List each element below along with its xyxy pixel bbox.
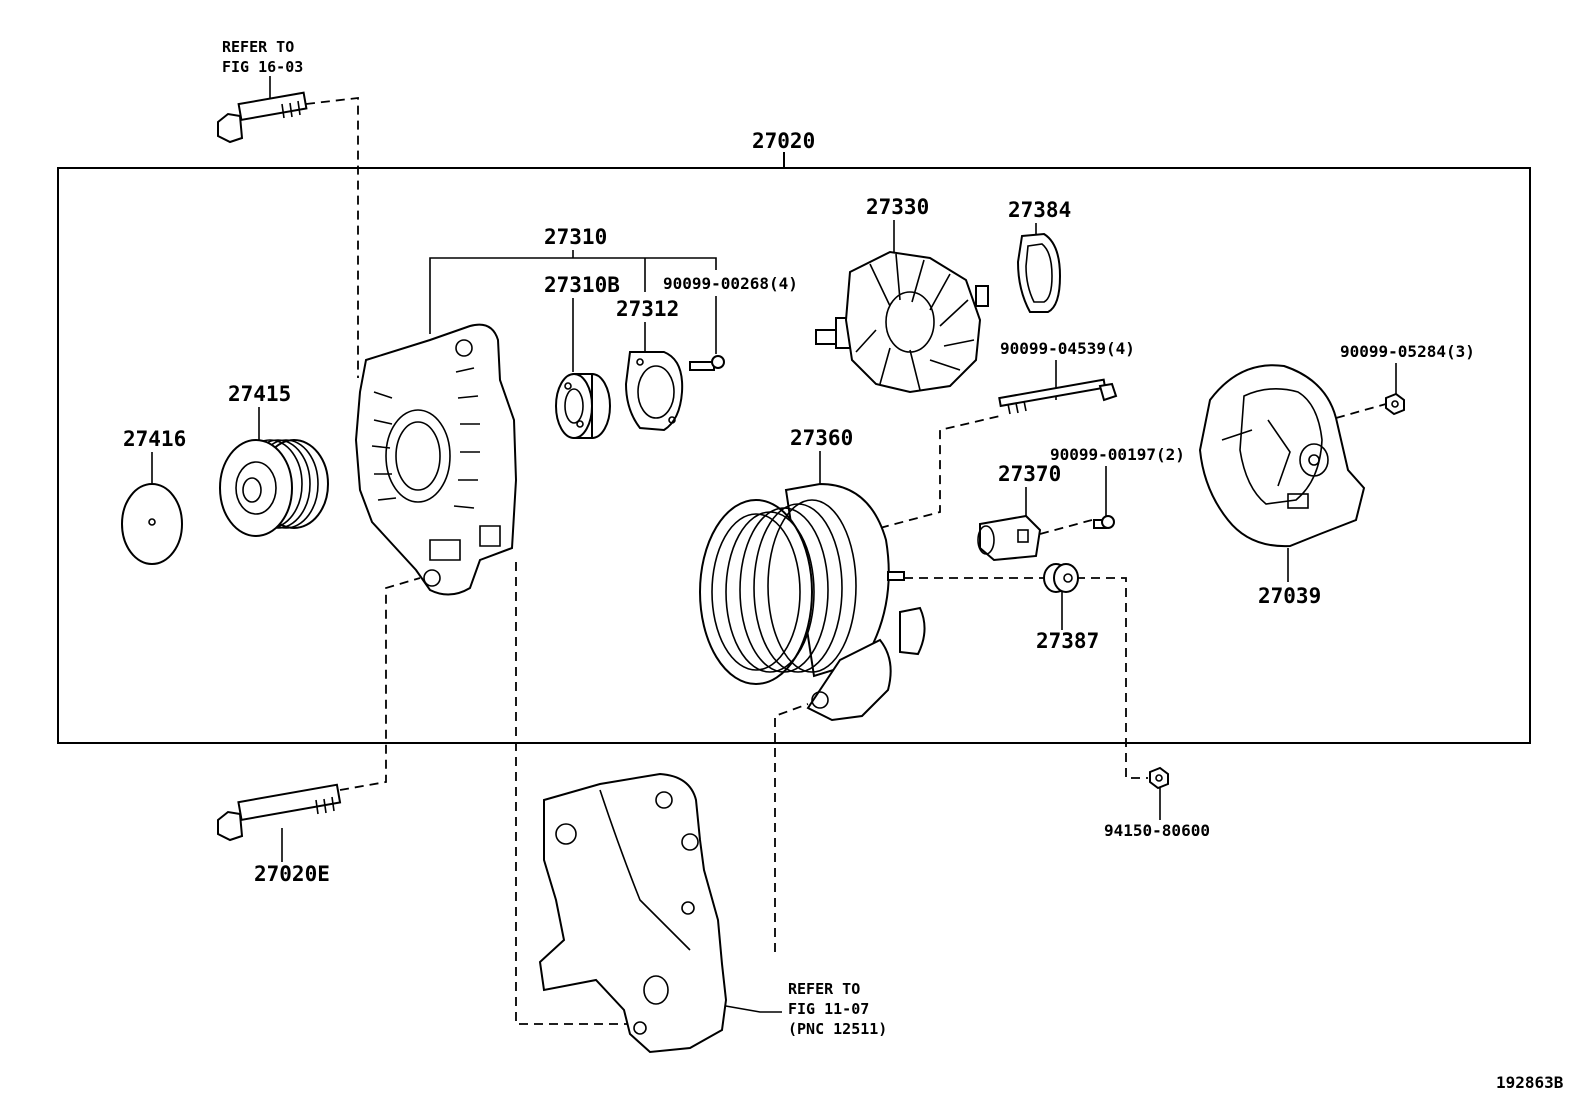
nut-90099-05284-icon[interactable] <box>1385 392 1405 416</box>
part-label-90099-04539[interactable]: 90099-04539(4) <box>1000 339 1135 358</box>
refer-to-fig-11-07-line2[interactable]: FIG 11-07 <box>788 1000 869 1018</box>
part-label-27387[interactable]: 27387 <box>1036 629 1099 653</box>
bolt-90099-04539-icon[interactable] <box>998 378 1118 415</box>
part-label-27310[interactable]: 27310 <box>544 225 607 249</box>
part-label-90099-00268[interactable]: 90099-00268(4) <box>663 274 798 293</box>
refer-to-fig-11-07-line1[interactable]: REFER TO <box>788 980 860 998</box>
part-label-90099-00197[interactable]: 90099-00197(2) <box>1050 445 1185 464</box>
screw-90099-00268-icon[interactable] <box>689 355 725 371</box>
screw-90099-00197-icon[interactable] <box>1093 515 1115 529</box>
part-label-27360[interactable]: 27360 <box>790 426 853 450</box>
rotor-27330-icon[interactable] <box>815 250 989 394</box>
nut-94150-80600-icon[interactable] <box>1149 766 1169 790</box>
part-label-27039[interactable]: 27039 <box>1258 584 1321 608</box>
stator-27360-icon[interactable] <box>699 482 926 722</box>
bearing-27310b-icon[interactable] <box>555 373 611 439</box>
part-label-94150-80600[interactable]: 94150-80600 <box>1104 821 1210 840</box>
refer-to-fig-11-07-line3[interactable]: (PNC 12511) <box>788 1020 887 1038</box>
part-label-27416[interactable]: 27416 <box>123 427 186 451</box>
regulator-27370-icon[interactable] <box>977 514 1042 562</box>
drive-end-frame-icon[interactable] <box>354 323 518 596</box>
pulley-27415-icon[interactable] <box>219 439 329 537</box>
bracket-refer-fig-11-07-icon[interactable] <box>538 772 728 1054</box>
part-label-90099-05284[interactable]: 90099-05284(3) <box>1340 342 1475 361</box>
part-label-27330[interactable]: 27330 <box>866 195 929 219</box>
refer-to-fig-16-03-line2[interactable]: FIG 16-03 <box>222 58 303 76</box>
cap-27416-icon[interactable] <box>121 483 183 565</box>
part-label-27020e[interactable]: 27020E <box>254 862 330 886</box>
part-label-27310b[interactable]: 27310B <box>544 273 620 297</box>
insulator-27387-icon[interactable] <box>1043 563 1079 593</box>
part-label-27370[interactable]: 27370 <box>998 462 1061 486</box>
part-label-27384[interactable]: 27384 <box>1008 198 1071 222</box>
bolt-27020e-icon[interactable] <box>217 783 342 842</box>
rear-cover-27039-icon[interactable] <box>1198 364 1366 548</box>
assembly-frame <box>57 167 1531 744</box>
plate-27384-icon[interactable] <box>1016 232 1062 313</box>
bolt-top-icon[interactable] <box>217 91 308 144</box>
assembly-number-label[interactable]: 27020 <box>752 129 815 153</box>
retainer-27312-icon[interactable] <box>624 351 684 432</box>
drawing-number: 192863B <box>1496 1073 1564 1092</box>
part-label-27415[interactable]: 27415 <box>228 382 291 406</box>
part-label-27312[interactable]: 27312 <box>616 297 679 321</box>
refer-to-fig-16-03-line1[interactable]: REFER TO <box>222 38 294 56</box>
